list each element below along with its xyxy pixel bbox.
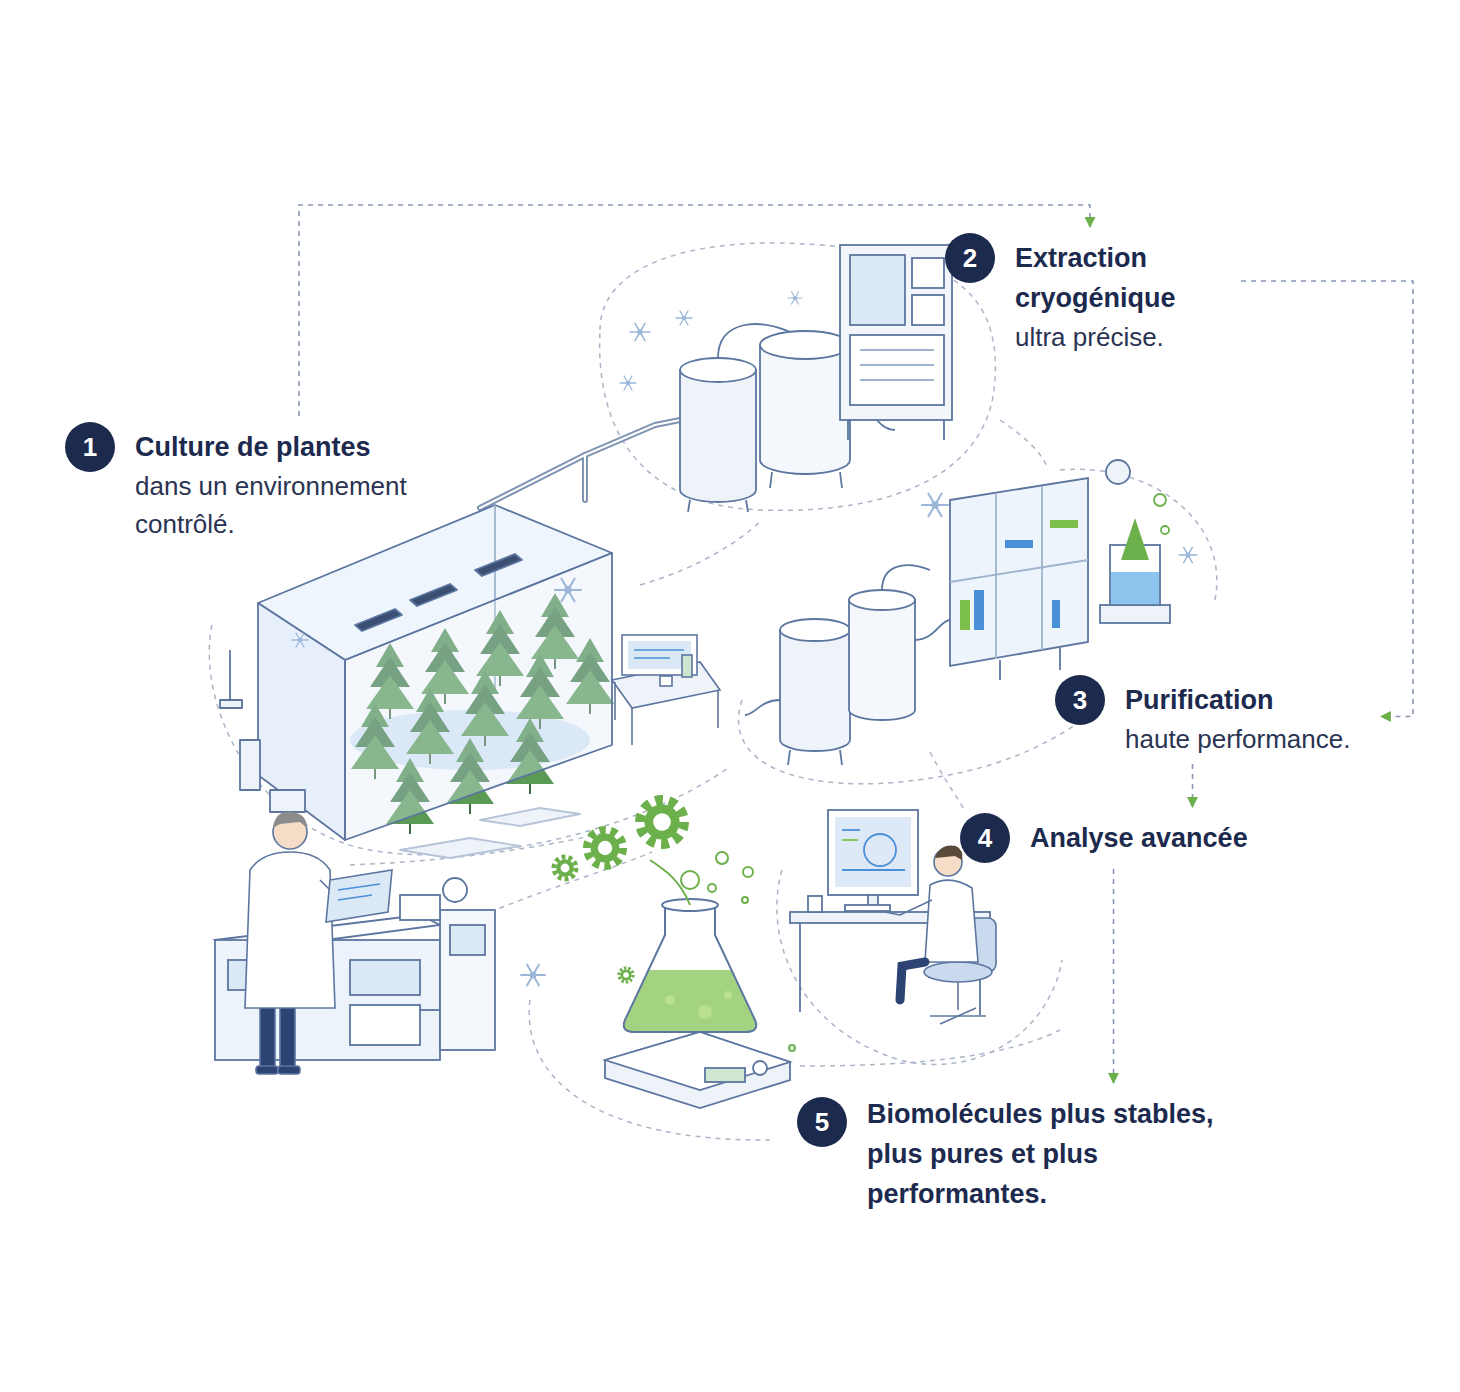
step-label: 1 Culture de plantesdans un environnement… — [59, 416, 486, 549]
flow-connector — [1241, 281, 1413, 717]
step-heading: Analyse avancée — [1030, 818, 1330, 858]
text-column: Culture de plantesdans un environnement … — [135, 422, 480, 543]
step-description: haute performance. — [1125, 720, 1375, 758]
step-description: ultra précise. — [1015, 318, 1235, 356]
hotplate — [605, 1032, 790, 1108]
step-heading: Biomolécules plus stables, plus pures et… — [867, 1094, 1267, 1214]
step-label: 5 Biomolécules plus stables, plus pures e… — [791, 1083, 1273, 1220]
step-number: 2 — [963, 243, 977, 274]
flow-connector — [299, 205, 1090, 416]
step-label: 4 Analyse avancée — [954, 807, 1336, 869]
scene-outline — [209, 243, 1217, 1140]
snowflakes — [292, 292, 1197, 986]
step-heading: Extraction cryogénique — [1015, 238, 1235, 318]
bubbles — [681, 852, 795, 1051]
step-badge: 4 — [960, 813, 1010, 863]
greenhouse — [258, 505, 612, 840]
scientist-figure — [245, 812, 392, 1074]
step-number: 4 — [978, 823, 992, 854]
text-column: Biomolécules plus stables, plus pures et… — [867, 1089, 1267, 1214]
control-desk — [612, 635, 720, 745]
step-badge: 5 — [797, 1097, 847, 1147]
step-number: 3 — [1073, 685, 1087, 716]
greenhouse-front — [220, 553, 612, 858]
step-number: 5 — [815, 1107, 829, 1138]
step-label: 2 Extraction cryogéniqueultra précise. — [939, 227, 1241, 362]
step-number: 1 — [83, 432, 97, 463]
step-label: 3 Purificationhaute performance. — [1049, 669, 1381, 764]
step-heading: Purification — [1125, 680, 1375, 720]
transfer-pipe — [480, 418, 690, 508]
step-description: dans un environnement contrôlé. — [135, 467, 480, 543]
flow-connector — [1192, 764, 1194, 807]
extraction-cabinet — [840, 245, 952, 440]
purification-unit — [745, 478, 1088, 765]
step-badge: 1 — [65, 422, 115, 472]
step-badge: 3 — [1055, 675, 1105, 725]
text-column: Extraction cryogéniqueultra précise. — [1015, 233, 1235, 356]
flask — [624, 860, 757, 1032]
sample-beaker — [1100, 460, 1170, 623]
text-column: Analyse avancée — [1030, 813, 1330, 858]
step-heading: Culture de plantes — [135, 427, 480, 467]
flow-connector — [1113, 869, 1115, 1083]
step-badge: 2 — [945, 233, 995, 283]
analyst-figure — [885, 846, 996, 1025]
text-column: Purificationhaute performance. — [1125, 675, 1375, 758]
